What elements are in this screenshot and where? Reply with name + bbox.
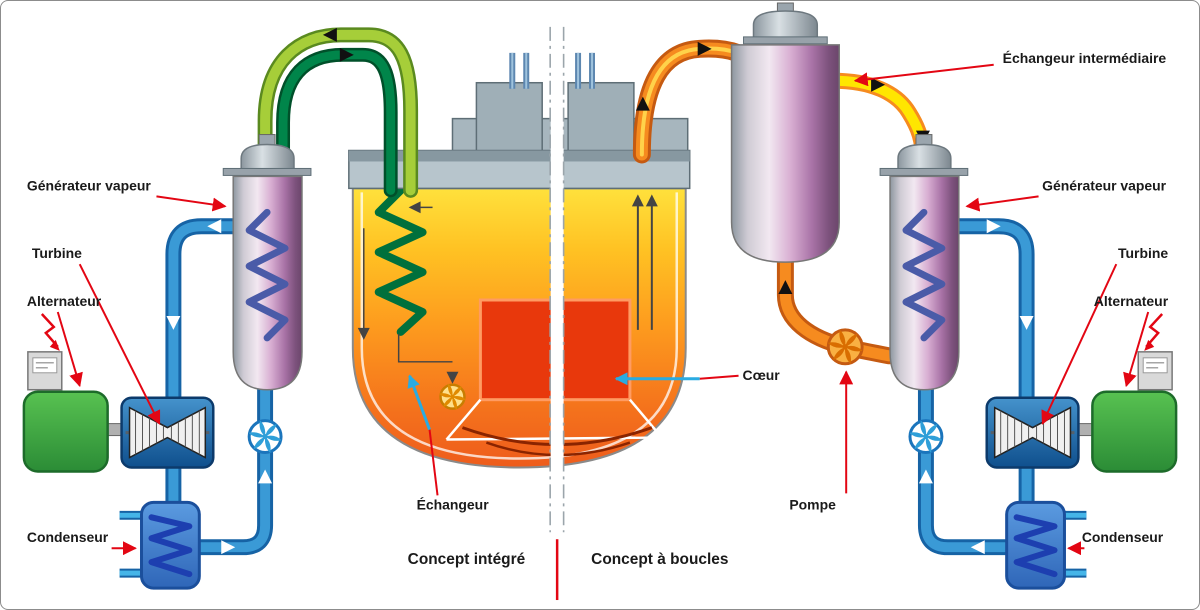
turbine-left xyxy=(105,396,215,469)
flow-arrow-icon xyxy=(322,27,337,42)
annotation-arrow xyxy=(56,311,83,388)
riser-pipe xyxy=(636,200,653,330)
flow-arrow-icon xyxy=(207,219,222,234)
annotation-arrow xyxy=(1123,311,1150,388)
meter-display-icon xyxy=(32,357,58,374)
condenser-coil xyxy=(1013,514,1058,578)
label-alternateur-left: Alternateur xyxy=(27,293,102,309)
turbine-blade-hatch xyxy=(135,407,200,458)
turbine-blade-hatch xyxy=(1000,407,1065,458)
label-turbine-left: Turbine xyxy=(32,245,82,261)
flow-arrow-icon xyxy=(1019,315,1034,330)
water-pump-left xyxy=(247,419,283,455)
reactor-vessel xyxy=(351,186,687,469)
flow-arrow-icon xyxy=(357,327,370,340)
annotation-leader xyxy=(699,374,739,380)
intermediate-exchanger xyxy=(730,2,840,263)
flow-arrow-icon xyxy=(446,371,459,384)
lightning-left-icon xyxy=(40,313,60,351)
flow-arrow-icon xyxy=(697,41,712,56)
generator-coil xyxy=(902,208,946,342)
annotation-leader xyxy=(428,429,439,496)
steam-generator-left xyxy=(222,134,312,391)
flow-arrow-icon xyxy=(778,280,793,295)
condenser-right xyxy=(1005,500,1087,590)
caption-concept-integre: Concept intégré xyxy=(408,551,526,568)
annotation-arrow xyxy=(78,263,161,425)
generator-coil xyxy=(245,208,289,342)
secondary-loop-left-green xyxy=(257,27,419,198)
label-echangeur-intermediaire: Échangeur intermédiaire xyxy=(1003,50,1167,66)
flow-arrow-icon xyxy=(221,540,236,555)
label-condenseur-right: Condenseur xyxy=(1082,529,1164,545)
flow-arrow-icon xyxy=(631,194,644,207)
label-echangeur: Échangeur xyxy=(417,496,490,512)
label-turbine-right: Turbine xyxy=(1118,245,1168,261)
flow-arrow-icon xyxy=(918,469,933,484)
internal-exchanger-coil xyxy=(374,186,427,336)
flow-arrow-icon xyxy=(986,219,1001,234)
alternator-right xyxy=(1091,390,1178,473)
label-generateur-vapeur-right: Générateur vapeur xyxy=(1042,177,1167,193)
water-loop-left xyxy=(165,218,274,556)
center-split xyxy=(549,26,565,534)
flow-arrow-icon xyxy=(970,540,985,555)
water-pump-right xyxy=(908,419,944,455)
water-loop-right xyxy=(917,218,1035,556)
power-meter-right xyxy=(1137,351,1173,391)
annotations: Échangeur intermédiaire Générateur vapeu… xyxy=(27,50,1169,601)
turbine-right xyxy=(985,396,1095,469)
flow-arrow-icon xyxy=(339,47,354,62)
annotation-arrow-cyan xyxy=(407,374,431,431)
head-penetration-pipes xyxy=(509,52,596,89)
label-coeur: Cœur xyxy=(743,367,781,383)
meter-display-icon xyxy=(1142,357,1168,374)
vessel-inner-rim xyxy=(360,192,678,460)
flow-arrow-icon xyxy=(645,194,658,207)
flow-arrow-icon xyxy=(408,201,421,214)
power-meter-left xyxy=(27,351,63,391)
flow-arrow-icon xyxy=(258,469,273,484)
flow-arrow-icon xyxy=(166,315,181,330)
label-condenseur-left: Condenseur xyxy=(27,529,109,545)
sodium-pump xyxy=(826,328,864,366)
alternator-left xyxy=(22,390,109,473)
lightning-right-icon xyxy=(1144,313,1164,351)
label-alternateur-right: Alternateur xyxy=(1094,293,1169,309)
steam-generator-right xyxy=(879,134,969,391)
label-generateur-vapeur-left: Générateur vapeur xyxy=(27,177,152,193)
flow-arrow-icon xyxy=(635,96,650,111)
condenser-left xyxy=(119,500,201,590)
condenser-coil xyxy=(148,514,193,578)
internal-flow-line xyxy=(397,333,453,363)
annotation-arrow xyxy=(965,195,1039,212)
label-pompe: Pompe xyxy=(789,496,836,512)
flow-arrow-icon xyxy=(871,77,886,92)
annotation-arrow xyxy=(853,63,994,87)
internal-pump xyxy=(439,383,466,410)
annotation-arrow xyxy=(1041,263,1118,425)
annotation-arrow xyxy=(156,195,227,212)
caption-concept-boucles: Concept à boucles xyxy=(591,551,728,568)
